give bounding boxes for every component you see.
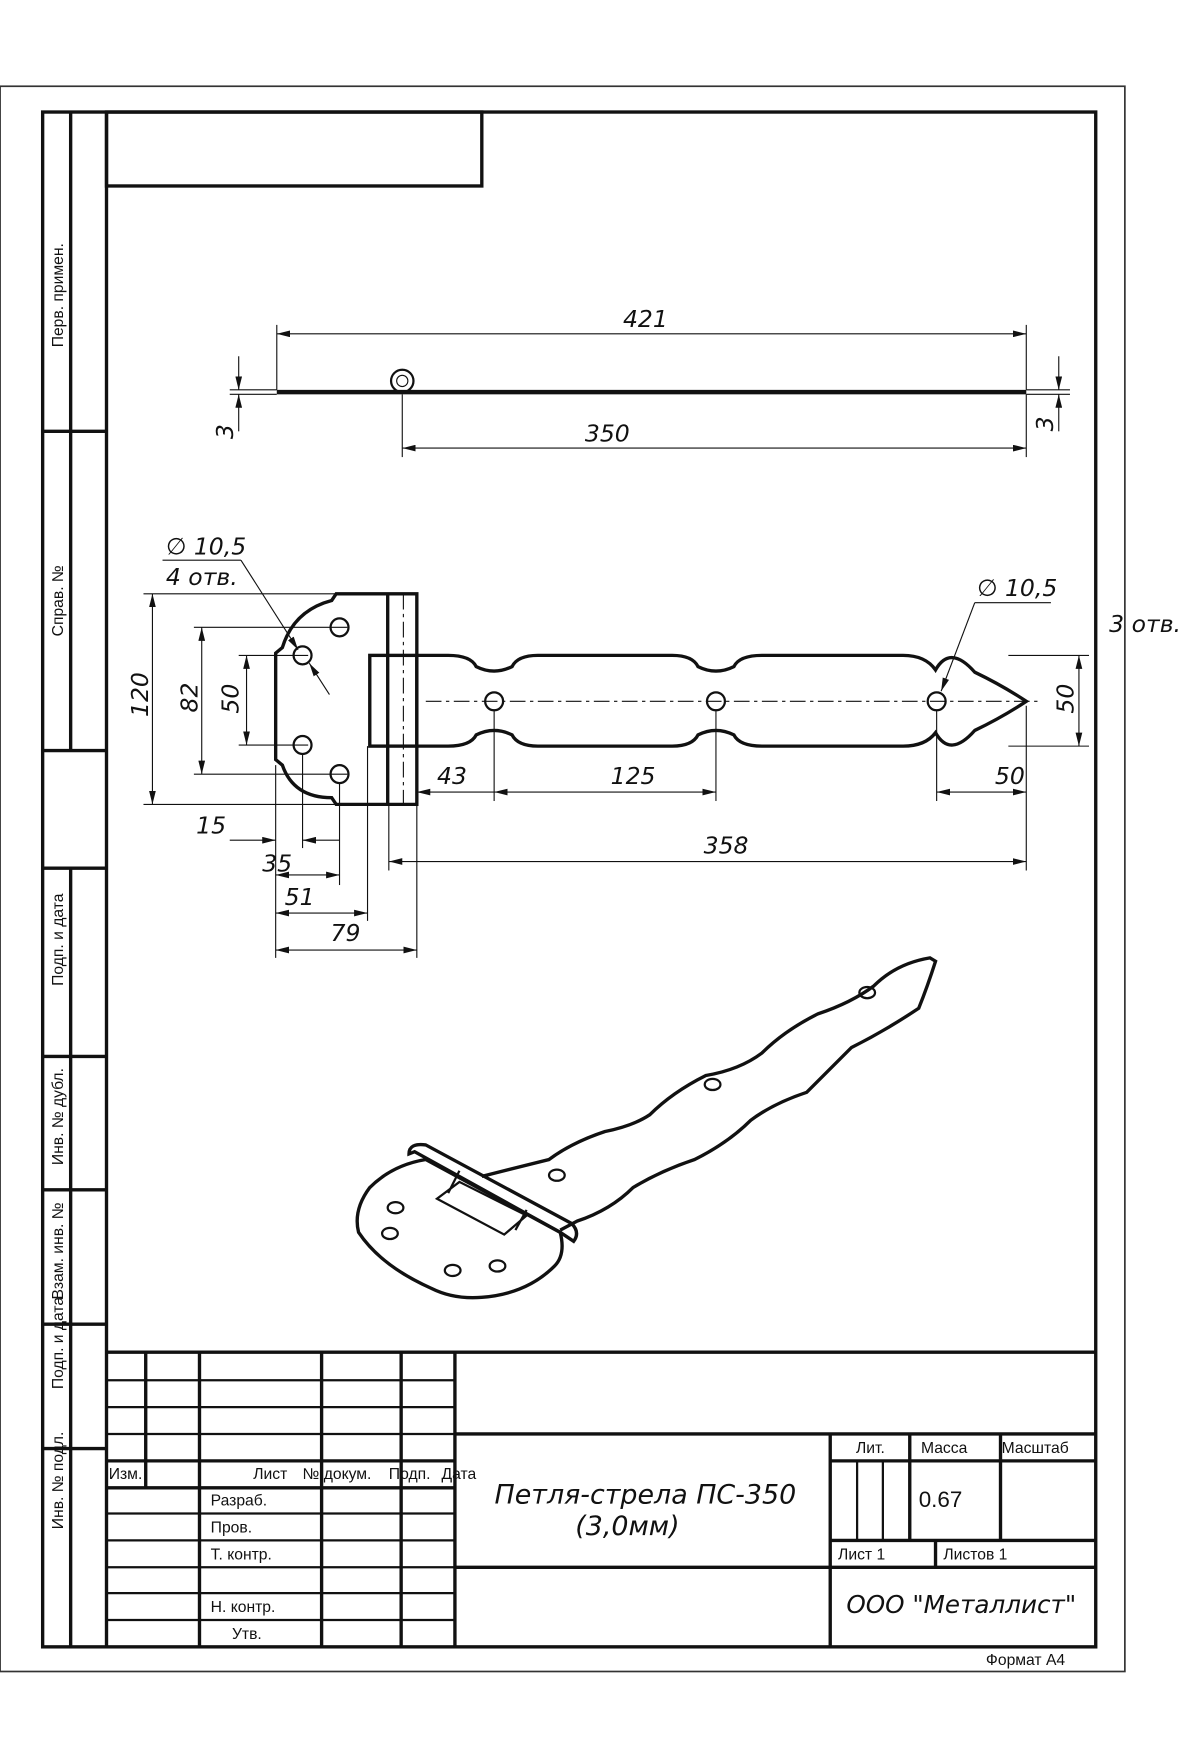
dim-120: 120 [126,672,154,717]
dim-79: 79 [331,919,361,947]
dim-50-plate: 50 [217,684,245,714]
dim-50-tip: 50 [995,762,1025,790]
dim-82: 82 [175,683,203,713]
plate-hole-diameter-label: ∅ 10,5 [166,533,246,561]
side-label-podp-data-2: Подп. и дата [50,1297,67,1390]
mount-holes [292,617,947,785]
dim-50-strap: 50 [1051,684,1079,714]
title-block: Изм. Лист № докум. Подп. Дата Разраб. Пр… [106,1350,1096,1669]
drawing-title: Петля-стрела ПС-350 [495,1479,797,1510]
side-strip: Перв. примен. Справ. № Подп. и дата Инв.… [42,112,109,1647]
label-list: Лист [253,1466,287,1483]
label-n-kontr: Н. контр. [211,1599,276,1616]
label-razrab: Разраб. [211,1493,267,1510]
side-label-perv-primen: Перв. примен. [50,243,67,347]
label-prov: Пров. [211,1520,252,1537]
label-t-kontr: Т. контр. [211,1546,272,1563]
dim-358: 358 [704,832,749,860]
label-no-dokum: № докум. [303,1466,372,1483]
label-sheets: Листов 1 [943,1546,1007,1563]
side-label-vzam-inv: Взам. инв. № [50,1202,67,1299]
label-masshtab: Масштаб [1002,1440,1069,1457]
isometric-view [355,956,938,1300]
dim-15: 15 [196,812,226,840]
label-format: Формат А4 [986,1652,1065,1669]
label-podp: Подп. [389,1466,431,1483]
dim-43: 43 [437,762,467,790]
side-label-inv-dubl: Инв. № дубл. [50,1068,67,1165]
label-data: Дата [441,1466,476,1483]
front-view: 120 82 50 50 43 125 50 358 15 [126,533,1181,958]
side-label-inv-podl: Инв. № подл. [50,1432,67,1530]
dim-51: 51 [285,883,315,911]
company-name: ООО "Металлист" [846,1590,1076,1619]
mass-value: 0.67 [919,1487,963,1512]
dim-35: 35 [262,850,292,878]
label-lit: Лит. [856,1440,885,1457]
label-utv: Утв. [232,1626,262,1643]
top-left-box [104,110,484,188]
label-massa: Масса [921,1440,968,1457]
strap-hole-diameter-label: ∅ 10,5 [977,574,1057,602]
dim-421: 421 [623,305,668,333]
plate-hole-count-label: 4 отв. [166,563,238,591]
label-sheet: Лист 1 [838,1546,885,1563]
drawing-subtitle: (3,0мм) [575,1511,679,1542]
outer-border [0,85,1126,1673]
side-label-podp-data-1: Подп. и дата [50,893,67,986]
hinge-plate [273,592,419,807]
inner-frame [40,110,1098,1649]
top-view: 421 350 3 3 [211,305,1070,458]
dim-125: 125 [611,762,656,790]
side-label-sprav-no: Справ. № [50,565,67,636]
strap-hole-count-label: 3 отв. [1109,610,1181,638]
dim-thickness-right: 3 [1031,416,1059,431]
dim-thickness-left: 3 [211,424,239,439]
label-izm: Изм. [109,1466,143,1483]
dim-350: 350 [585,419,630,447]
